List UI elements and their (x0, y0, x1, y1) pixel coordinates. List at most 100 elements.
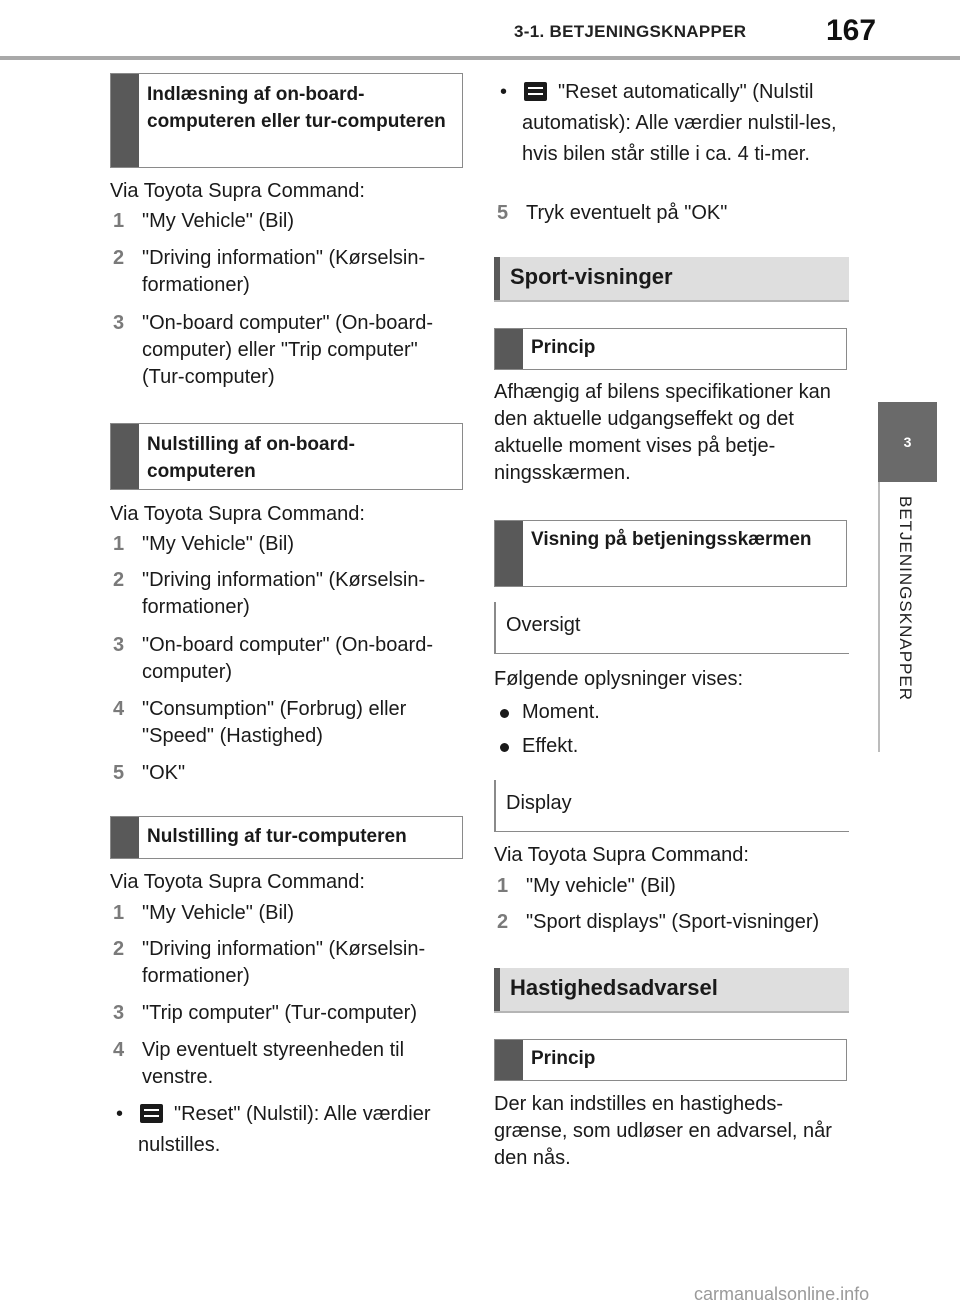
step-item: 1 "My Vehicle" (Bil) (110, 900, 465, 927)
step-text: "My Vehicle" (Bil) (142, 210, 295, 232)
step-text: Vip eventuelt styreenheden til venstre. (142, 1039, 405, 1088)
step-text: "Trip computer" (Tur-computer) (142, 1002, 417, 1024)
subheading-text: Princip (531, 1048, 596, 1069)
chapter-tab: 3 (878, 402, 937, 482)
section-title: Hastighedsadvarsel (510, 975, 718, 1000)
bullet-dot: • (500, 81, 508, 103)
reset-icon (140, 1104, 163, 1123)
step-number: 5 (497, 202, 509, 224)
subheading-box: Nulstilling af tur-computeren (110, 816, 463, 859)
paragraph: Der kan indstilles en hastigheds-grænse,… (494, 1093, 832, 1169)
auto-reset-option: • "Reset automatically" (Nulstil automat… (494, 77, 839, 170)
subheading-text: Nulstilling af on-board-computeren (147, 434, 355, 482)
subheading-text: Indlæsning af on-board-computeren eller … (147, 84, 446, 132)
chapter-tab-number: 3 (903, 434, 912, 450)
step-text: "On-board computer" (On-board-computer) (142, 634, 433, 683)
step-text: "My Vehicle" (Bil) (142, 533, 295, 555)
subheading-bar (495, 329, 523, 369)
bullet-dot (500, 743, 509, 752)
bullet-text: Effekt. (522, 735, 579, 757)
watermark: carmanualsonline.info (694, 1284, 870, 1302)
step-number: 3 (113, 312, 125, 334)
step-text: Tryk eventuelt på "OK" (526, 202, 728, 224)
intro-text: Via Toyota Supra Command: (494, 844, 749, 866)
step-item: 4 Vip eventuelt styreenheden til venstre… (110, 1037, 455, 1091)
reset-text: "Reset" (Nulstil): Alle værdier nulstill… (138, 1103, 431, 1156)
step-text: "Driving information" (Kørselsin-formati… (142, 569, 426, 618)
step-text: "Driving information" (Kørselsin-formati… (142, 247, 426, 296)
subheading-box: Princip (494, 1039, 847, 1081)
step-item: 3 "On-board computer" (On-board-computer… (110, 310, 465, 391)
step-number: 2 (113, 938, 125, 960)
step-item: 1 "My Vehicle" (Bil) (110, 531, 465, 558)
step-item: 1 "My vehicle" (Bil) (494, 873, 849, 900)
section-title: Sport-visninger (510, 264, 673, 289)
bullet-dot: • (116, 1103, 124, 1125)
section-underline (494, 300, 849, 302)
subheading-bar (111, 424, 139, 489)
step-number: 1 (113, 533, 125, 555)
section-bar (494, 968, 500, 1012)
step-number: 4 (113, 698, 125, 720)
chapter-tab-label: BETJENINGSKNAPPER (896, 496, 915, 701)
reset-option: • "Reset" (Nulstil): Alle værdier nulsti… (110, 1099, 465, 1161)
auto-reset-icon (524, 82, 547, 101)
step-number: 2 (113, 569, 125, 591)
step-text: "Consumption" (Forbrug) eller "Speed" (H… (142, 698, 407, 747)
minor-heading: Oversigt (494, 602, 849, 654)
minor-heading-rule (494, 602, 496, 654)
page-header: 3-1. BETJENINGSKNAPPER 167 (0, 0, 960, 62)
minor-heading-underline (494, 831, 849, 832)
step-text: "My vehicle" (Bil) (526, 875, 676, 897)
step-number: 2 (113, 247, 125, 269)
subheading-box: Visning på betjeningsskærmen (494, 520, 847, 587)
section-heading: Sport-visninger (494, 257, 849, 301)
minor-heading: Display (494, 780, 849, 832)
step-number: 1 (113, 902, 125, 924)
step-item: 2 "Driving information" (Kørselsin-forma… (110, 936, 455, 990)
intro-text: Via Toyota Supra Command: (110, 871, 365, 893)
step-item: 2 "Driving information" (Kørselsin-forma… (110, 245, 455, 299)
subheading-text: Visning på betjeningsskærmen (531, 529, 812, 550)
minor-heading-underline (494, 653, 849, 654)
step-item: 1 "My Vehicle" (Bil) (110, 208, 465, 235)
step-item: 4 "Consumption" (Forbrug) eller "Speed" … (110, 696, 465, 750)
step-number: 1 (113, 210, 125, 232)
step-number: 4 (113, 1039, 125, 1061)
subheading-bar (495, 1040, 523, 1080)
bullet-dot (500, 709, 509, 718)
section-heading: Hastighedsadvarsel (494, 968, 849, 1012)
paragraph: Afhængig af bilens specifikationer kan d… (494, 381, 831, 484)
subheading-box: Nulstilling af on-board-computeren (110, 423, 463, 490)
step-text: "Driving information" (Kørselsin-formati… (142, 938, 426, 987)
bullet-item: Moment. (494, 699, 794, 726)
subheading-bar (495, 521, 523, 586)
subheading-box: Indlæsning af on-board-computeren eller … (110, 73, 463, 168)
step-item: 2 "Sport displays" (Sport-visninger) (494, 909, 854, 936)
subheading-bar (111, 817, 139, 858)
step-item: 3 "On-board computer" (On-board-computer… (110, 632, 465, 686)
step-item: 2 "Driving information" (Kørselsin-forma… (110, 567, 455, 621)
subheading-text: Nulstilling af tur-computeren (147, 826, 407, 847)
paragraph: Følgende oplysninger vises: (494, 668, 744, 690)
page-number: 167 (826, 14, 877, 47)
chapter-title: 3-1. BETJENINGSKNAPPER (514, 22, 747, 41)
intro-text: Via Toyota Supra Command: (110, 180, 365, 202)
step-text: "On-board computer" (On-board-computer) … (142, 312, 433, 388)
subheading-text: Princip (531, 337, 596, 358)
subheading-box: Princip (494, 328, 847, 370)
auto-reset-text: "Reset automatically" (Nulstil automatis… (522, 81, 837, 165)
header-divider (0, 56, 960, 60)
step-number: 1 (497, 875, 509, 897)
step-number: 2 (497, 911, 509, 933)
step-number: 5 (113, 762, 125, 784)
section-underline (494, 1011, 849, 1013)
side-divider (878, 482, 880, 752)
subheading-bar (111, 74, 139, 167)
step-text: "OK" (142, 762, 186, 784)
minor-heading-text: Oversigt (506, 614, 581, 636)
step-item: 5 Tryk eventuelt på "OK" (494, 200, 849, 227)
step-item: 3 "Trip computer" (Tur-computer) (110, 1000, 465, 1027)
step-text: "My Vehicle" (Bil) (142, 902, 295, 924)
bullet-item: Effekt. (494, 733, 794, 760)
